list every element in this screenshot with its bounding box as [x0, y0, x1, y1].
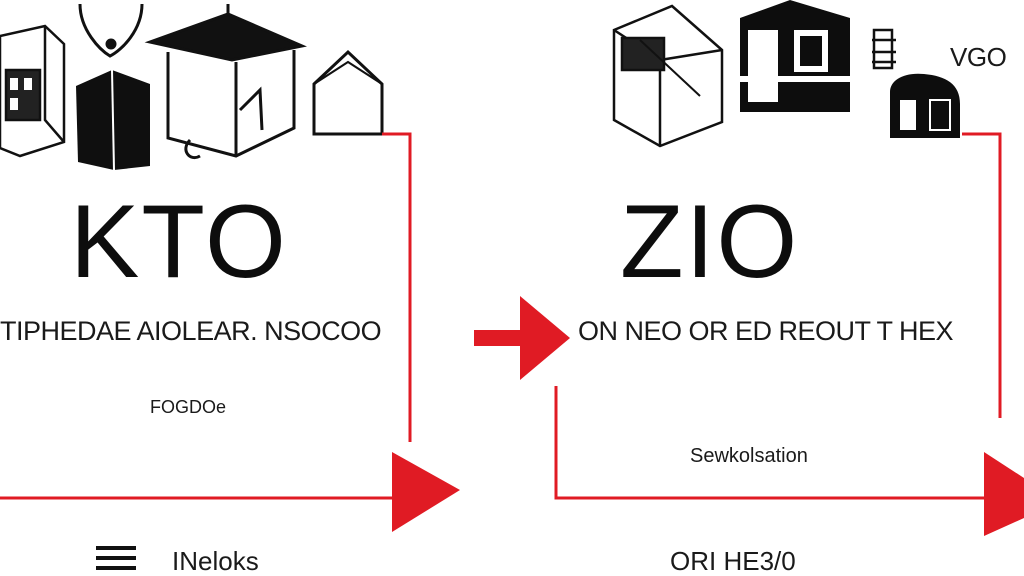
envelope-icon: [312, 49, 384, 136]
left-footer: INeloks: [172, 546, 259, 576]
right-connector: [554, 132, 1002, 500]
right-arrow-head: [984, 452, 1024, 536]
left-connector: [0, 132, 412, 500]
box-icon: [76, 69, 150, 171]
left-arrow-head: [392, 452, 460, 532]
shield-icon: [78, 3, 144, 58]
right-corner-label: VGO: [950, 42, 1007, 72]
right-heading: ZIO: [620, 184, 800, 300]
camera-icon: [890, 73, 960, 138]
building-icon: [740, 0, 850, 112]
server-rack-icon: [0, 24, 66, 158]
left-subheading: TIPHEDAE AIOLEAR. NSOCOO: [0, 316, 382, 346]
right-footer: ORI HE3/0: [670, 546, 796, 576]
stack-icon: [96, 546, 136, 570]
package-icon: [144, 4, 308, 159]
right-caption: Sewkolsation: [690, 445, 808, 467]
gear-icon: [872, 28, 896, 70]
left-caption: FOGDOe: [150, 397, 227, 417]
center-arrow: [474, 296, 570, 380]
washing-machine-icon: [612, 4, 724, 148]
left-heading: KTO: [70, 184, 288, 300]
right-subheading: ON NEO OR ED REOUT T HEX: [578, 316, 954, 346]
